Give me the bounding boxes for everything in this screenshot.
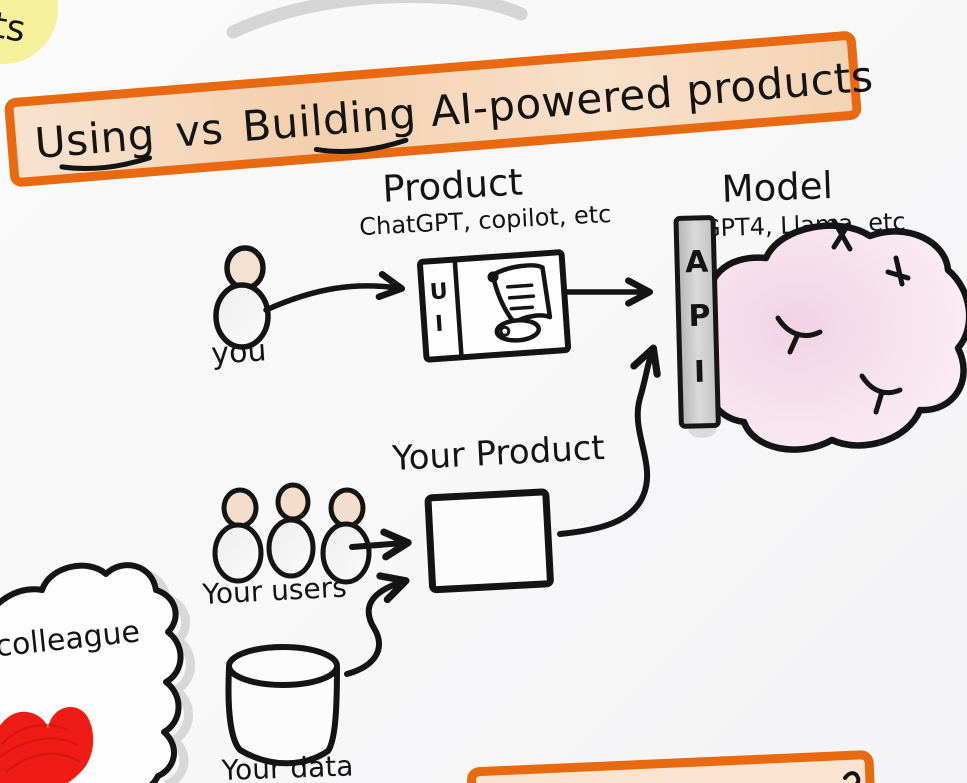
arrow-data-to-yourproduct [344,572,410,677]
product-title: Product [381,161,524,211]
title-word-vs: vs [174,104,226,157]
bottom-banner [467,750,876,783]
heart-drawing [0,707,94,783]
title-word-using: Using [33,109,157,167]
title-underline-building [313,137,409,154]
script-scroll-icon [487,263,553,343]
user3-body [320,521,372,585]
user1-head [221,487,259,529]
scroll-curl-top [487,271,499,283]
api-bar: A P I [673,215,721,438]
scroll-text-lines [505,283,536,311]
user1-body [212,522,264,584]
your-product-title: Your Product [390,428,605,479]
ui-letter-u: U [429,279,449,305]
scroll-paper [490,263,553,325]
api-bar-frame [673,215,721,429]
model-title: Model [721,164,834,211]
product-heading-group: Product ChatGPT, copilot, etc [359,161,612,242]
your-users-figures [212,482,372,585]
your-data-label: Your data [220,749,354,783]
api-letter-i: I [694,355,706,390]
gray-arc-decoration [226,0,528,39]
arrow-users-to-yourproduct [349,528,412,561]
your-users-label: Your users [201,570,348,611]
heart-shape [0,707,94,783]
your-product-box-frame [424,488,554,594]
arrow-yourproduct-to-api [557,344,661,537]
your-data-cylinder [225,644,340,767]
user2-body [266,517,316,579]
sticky-note-corner [0,0,58,64]
you-label: you [210,333,267,372]
scroll-curl-bottom [499,325,511,337]
api-letter-a: A [685,245,710,281]
you-head [224,245,266,291]
brain-stitch-right [885,255,911,287]
brain-crease-bottom [859,373,903,415]
heart-scribble [0,723,81,773]
title-banner: Using vs Building AI-powered products [4,31,875,187]
model-brain [701,218,967,453]
brain-stitch-top [831,218,853,252]
cylinder-top [226,644,340,688]
you-body [213,282,271,350]
brain-crease-left [775,315,823,355]
user3-head [328,487,366,529]
ui-letter-i: I [434,312,444,338]
your-product-box [424,488,554,594]
scroll-roll-bottom [494,318,542,343]
cylinder-body [225,665,340,767]
product-box: U I [416,249,572,363]
bottom-banner-pen-mark [843,771,861,783]
title-banner-frame [4,31,862,187]
brain-outline [701,222,967,453]
api-letter-p: P [688,299,711,335]
product-box-divider [452,260,464,357]
arrow-you-to-product [263,271,406,313]
bottom-banner-frame [467,750,876,783]
title-underline-using [59,155,152,172]
you-figure: you [210,245,271,372]
user2-head [275,482,311,522]
